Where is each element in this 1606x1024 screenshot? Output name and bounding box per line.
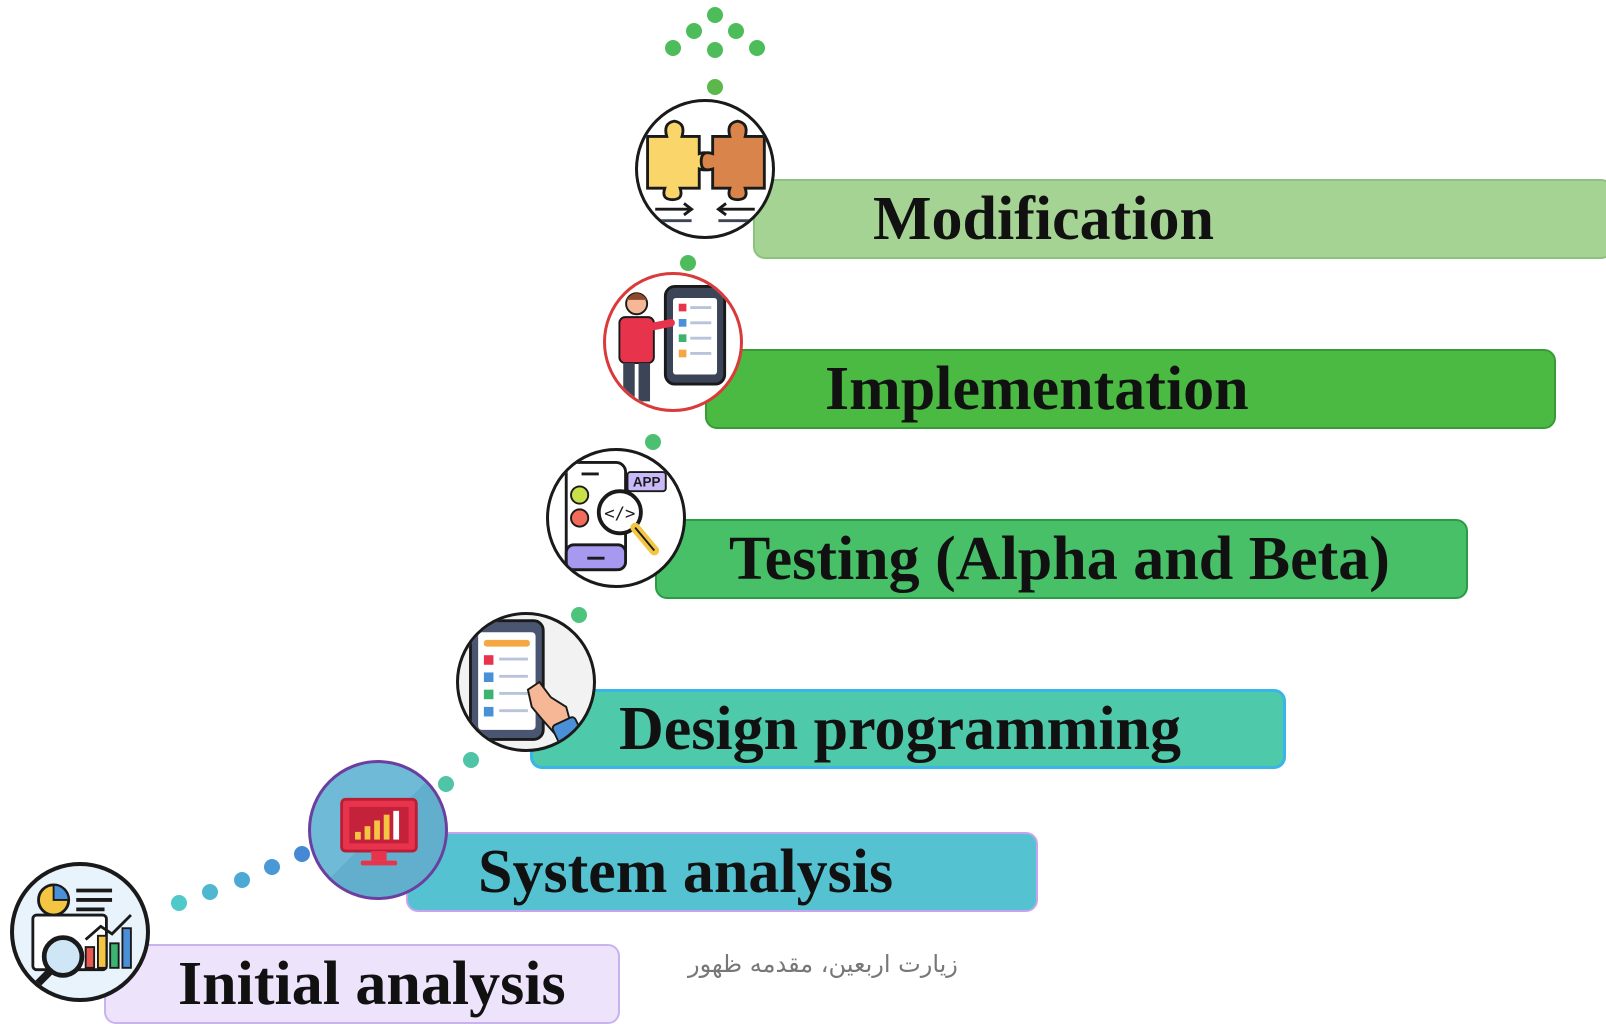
- connector-dot: [264, 859, 280, 875]
- connector-dot: [749, 40, 765, 56]
- stage-bar-modification: Modification: [753, 179, 1606, 259]
- connector-dot: [463, 752, 479, 768]
- connector-dot: [680, 255, 696, 271]
- connector-dot: [707, 7, 723, 23]
- connector-dot: [728, 23, 744, 39]
- stage-bar-implementation: Implementation: [705, 349, 1556, 429]
- connector-dot: [571, 607, 587, 623]
- monitor-bar-chart-icon: [308, 760, 448, 900]
- svg-text:</>: </>: [604, 504, 635, 524]
- stage-bar-system-analysis: System analysis: [406, 832, 1038, 912]
- app-code-magnifier-icon: APP </>: [546, 448, 686, 588]
- puzzle-pieces-icon: [635, 99, 775, 239]
- stage-label: Modification: [873, 185, 1214, 253]
- connector-dot: [645, 434, 661, 450]
- connector-dot: [707, 42, 723, 58]
- stage-label: Implementation: [825, 355, 1249, 423]
- connector-dot: [707, 79, 723, 95]
- stage-label: System analysis: [478, 838, 894, 906]
- connector-dot: [171, 895, 187, 911]
- stage-label: Design programming: [619, 695, 1182, 763]
- checklist-tablet-hand-icon: [456, 612, 596, 752]
- connector-dot: [686, 23, 702, 39]
- data-analysis-chart-icon: [10, 862, 150, 1002]
- connector-dot: [234, 872, 250, 888]
- svg-text:APP: APP: [633, 474, 661, 489]
- stage-bar-initial-analysis: Initial analysis: [104, 944, 620, 1024]
- person-presenting-checklist-icon: [603, 272, 743, 412]
- stage-bar-design-programming: Design programming: [530, 689, 1286, 769]
- connector-dot: [202, 884, 218, 900]
- stage-label: Testing (Alpha and Beta): [729, 525, 1390, 593]
- connector-dot: [665, 40, 681, 56]
- stage-bar-testing: Testing (Alpha and Beta): [655, 519, 1468, 599]
- connector-dot: [294, 846, 310, 862]
- stage-label: Initial analysis: [178, 950, 566, 1018]
- footer-caption: زیارت اربعین، مقدمه ظهور: [688, 950, 958, 978]
- connector-dot: [438, 776, 454, 792]
